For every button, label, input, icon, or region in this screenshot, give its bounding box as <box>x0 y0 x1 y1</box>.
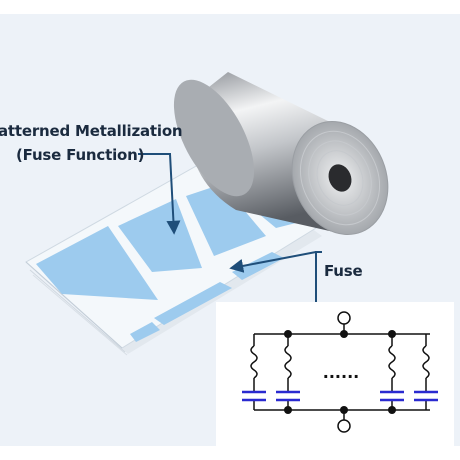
terminal-top <box>337 311 351 325</box>
metallization-label-line1: atterned Metallization <box>0 122 183 140</box>
metallization-label-line2: (Fuse Function) <box>16 146 145 164</box>
fuse-arrow-branch <box>229 251 317 273</box>
roll-core <box>328 164 352 192</box>
metallization-arrow <box>138 153 181 235</box>
metal-pad <box>154 282 232 325</box>
fuse-label: Fuse <box>324 262 363 280</box>
metal-pad <box>36 226 158 300</box>
metal-pad <box>186 184 266 256</box>
metal-pad <box>232 252 284 280</box>
terminal-bottom <box>337 419 351 433</box>
circuit-ellipsis: ...... <box>323 363 359 382</box>
circuit-box <box>216 302 454 446</box>
metal-pad <box>130 322 160 342</box>
equivalent-circuit: ...... <box>216 302 454 446</box>
metal-pad <box>118 199 202 272</box>
film-roll <box>173 72 389 235</box>
